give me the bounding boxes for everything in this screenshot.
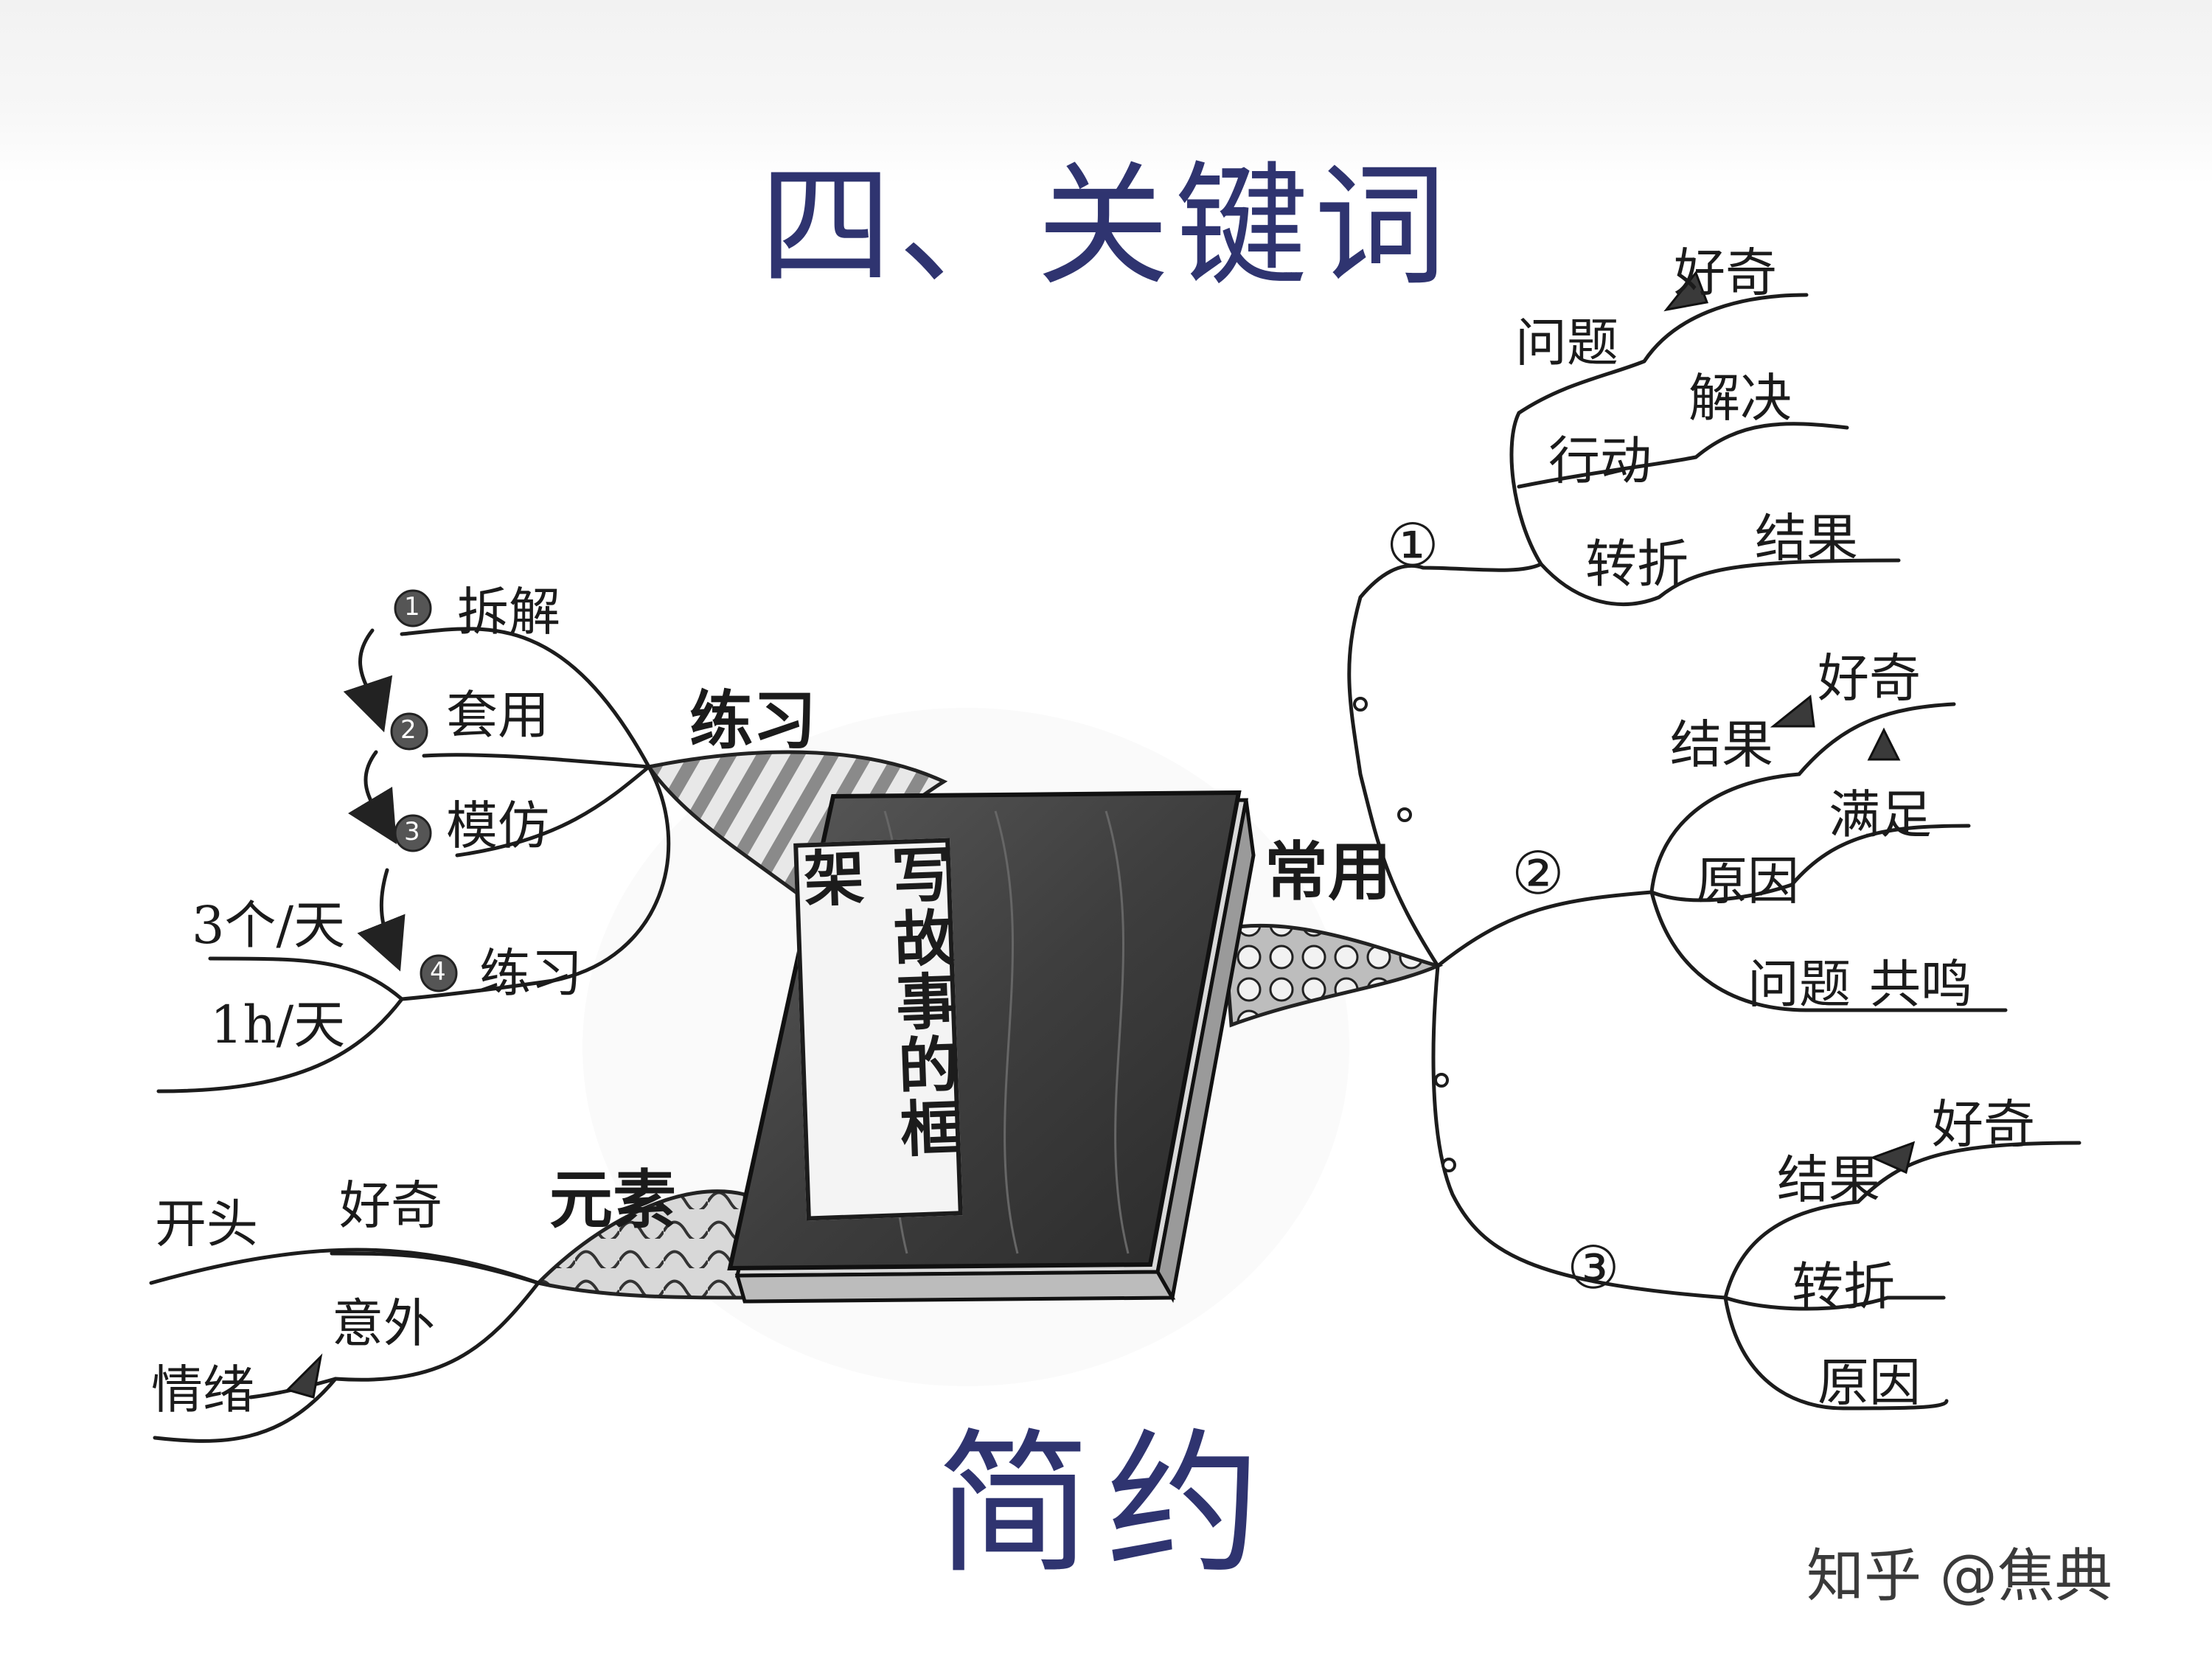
- branch-item: 原因: [1696, 851, 1799, 911]
- step-label: 练习: [479, 943, 582, 1004]
- practice-label: 练习: [689, 684, 816, 758]
- branch-line: [1649, 890, 2008, 1012]
- branch-item: 好奇: [1818, 648, 1921, 709]
- branch-line: [156, 997, 404, 1093]
- branch-line: [1539, 558, 1901, 606]
- branch-line: [1509, 293, 1809, 566]
- arrow-icon: [285, 1353, 323, 1399]
- practice-sub-label: 1h/天: [210, 995, 346, 1055]
- branch-line: [208, 956, 404, 1001]
- step-number: 4: [430, 957, 446, 987]
- branch-line: [400, 765, 671, 1001]
- arrow-icon: [1770, 695, 1815, 728]
- branch-item: 满足: [1829, 785, 1932, 845]
- branch-line: [455, 765, 651, 858]
- step-number: 1: [404, 592, 420, 622]
- branch-line: [1649, 824, 1971, 902]
- branch-number: ②: [1512, 839, 1565, 908]
- element-item: 好奇: [339, 1175, 442, 1236]
- step-number: 3: [404, 817, 420, 846]
- branch-line: [333, 1281, 540, 1382]
- bullet-dot: [1441, 1158, 1456, 1172]
- bullet-dot: [1397, 807, 1412, 822]
- step-arrow: [343, 628, 393, 733]
- branch-item: 解决: [1688, 368, 1792, 428]
- branch-line: [153, 1377, 338, 1443]
- page-title: 四、关键词: [759, 150, 1453, 304]
- watermark: 知乎 @焦典: [1806, 1543, 2112, 1610]
- branch-item: 共鸣: [1869, 954, 1972, 1015]
- element-item: 情绪: [151, 1360, 254, 1420]
- step-label: 套用: [446, 685, 549, 745]
- branch-line: [1517, 422, 1849, 489]
- bullet-dot: [1434, 1073, 1449, 1088]
- branch-line: [1436, 890, 1654, 968]
- element-item: 意外: [332, 1293, 435, 1354]
- step-label: 模仿: [446, 796, 549, 856]
- step-label: 拆解: [457, 582, 560, 642]
- branch-item: 好奇: [1674, 243, 1777, 303]
- branch-line: [1723, 1295, 1946, 1311]
- branch-number: ③: [1567, 1234, 1620, 1302]
- branch-item: 转折: [1792, 1256, 1895, 1317]
- step-number: 2: [400, 715, 417, 745]
- bullet-dot: [1353, 697, 1368, 712]
- arrow-icon: [1869, 1141, 1916, 1175]
- branch-number: ①: [1386, 511, 1439, 580]
- branch-line: [1723, 1295, 1949, 1411]
- arrow-icon: [1867, 727, 1901, 761]
- step-arrow: [357, 868, 406, 972]
- branch-item: 行动: [1548, 431, 1652, 491]
- book-title-text: 写故事的框架: [792, 842, 962, 1162]
- branch-line: [422, 753, 651, 769]
- elements-label: 元素: [549, 1163, 676, 1237]
- branch-item: 结果: [1670, 714, 1773, 775]
- branch-item: 问题: [1747, 954, 1851, 1015]
- branch-line: [1649, 702, 1956, 894]
- branch-item: 好奇: [1932, 1094, 2035, 1155]
- arrow-icon: [1663, 271, 1709, 312]
- branch-line: [1347, 562, 1543, 968]
- branch-line: [330, 1251, 540, 1285]
- branch-line: [1431, 964, 1728, 1300]
- bottom-title: 简约: [936, 1414, 1276, 1595]
- branch-item: 结果: [1777, 1150, 1880, 1210]
- common-label: 常用: [1265, 835, 1391, 909]
- branch-item: 问题: [1515, 313, 1618, 373]
- book-title-label: 写故事的框架: [792, 838, 963, 1221]
- element-item: 开头: [155, 1194, 258, 1254]
- branch-line: [400, 627, 651, 769]
- branch-item: 转折: [1585, 534, 1688, 594]
- branch-item: 原因: [1818, 1352, 1921, 1413]
- branch-item: 结果: [1755, 508, 1858, 568]
- step-arrow: [347, 750, 397, 845]
- branch-line: [1723, 1141, 2081, 1300]
- top-shading: [0, 0, 2212, 184]
- practice-sub-label: 3个/天: [192, 895, 346, 956]
